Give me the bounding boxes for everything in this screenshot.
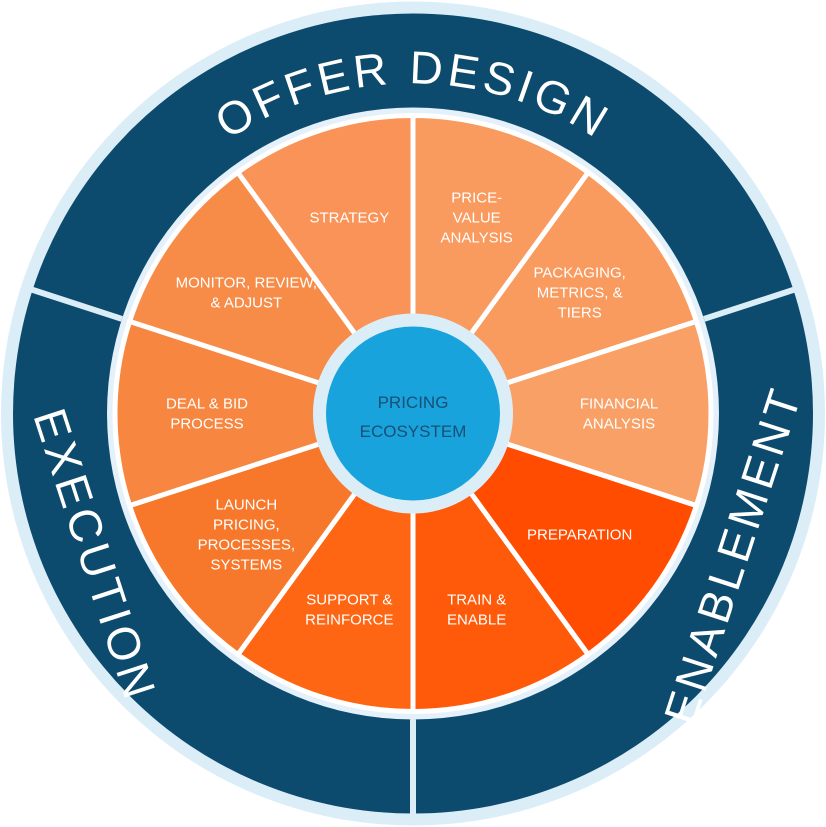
segment-label-line: VALUE: [453, 210, 501, 227]
segment-label-line: TRAIN &: [447, 591, 506, 608]
segment-label-line: REINFORCE: [305, 611, 393, 628]
center-label-line1: PRICING: [378, 393, 449, 412]
segment-label-line: & ADJUST: [210, 294, 282, 311]
segment-label-line: PROCESS: [170, 416, 243, 433]
segment-label-line: STRATEGY: [309, 210, 389, 227]
segment-label: PRICE- VALUE ANALYSIS: [441, 190, 513, 247]
segment-label: LAUNCH PRICING, PROCESSES, SYSTEMS: [198, 497, 296, 574]
segment-label-line: PRICING,: [213, 517, 280, 534]
segment-label-line: DEAL & BID: [166, 396, 248, 413]
segment-label-line: ANALYSIS: [441, 230, 513, 247]
segment-label-line: PRICE-: [451, 190, 502, 207]
segment-label-line: ANALYSIS: [583, 416, 655, 433]
segment-label-line: MONITOR, REVIEW,: [176, 274, 317, 291]
center-label-line2: ECOSYSTEM: [360, 422, 467, 441]
center-hub: [326, 326, 500, 501]
segment-label-line: ENABLE: [447, 611, 506, 628]
segment-label: PREPARATION: [527, 527, 632, 544]
segment-label: TRAIN & ENABLE: [447, 591, 506, 628]
segment-label-line: FINANCIAL: [580, 396, 658, 413]
segment-label-line: PROCESSES,: [198, 537, 296, 554]
segment-label-line: TIERS: [558, 304, 602, 321]
segment-label: SUPPORT & REINFORCE: [305, 591, 393, 628]
segment-label-line: SYSTEMS: [210, 557, 282, 574]
segment-label: MONITOR, REVIEW, & ADJUST: [176, 274, 317, 311]
segment-label-line: METRICS, &: [537, 284, 623, 301]
segment-label: PACKAGING, METRICS, & TIERS: [534, 264, 626, 321]
segment-label: FINANCIAL ANALYSIS: [580, 396, 658, 433]
wheel-segment: [112, 318, 416, 509]
ring-divider: [703, 286, 797, 322]
segment-label-line: PREPARATION: [527, 527, 632, 544]
segment-label-line: PACKAGING,: [534, 264, 626, 281]
ring-divider: [29, 286, 123, 322]
segment-label-line: SUPPORT &: [306, 591, 392, 608]
segment-label-line: LAUNCH: [215, 497, 277, 514]
segment-label: STRATEGY: [309, 210, 389, 227]
segment-label: DEAL & BID PROCESS: [166, 396, 248, 433]
wheel-segment: [410, 318, 714, 509]
